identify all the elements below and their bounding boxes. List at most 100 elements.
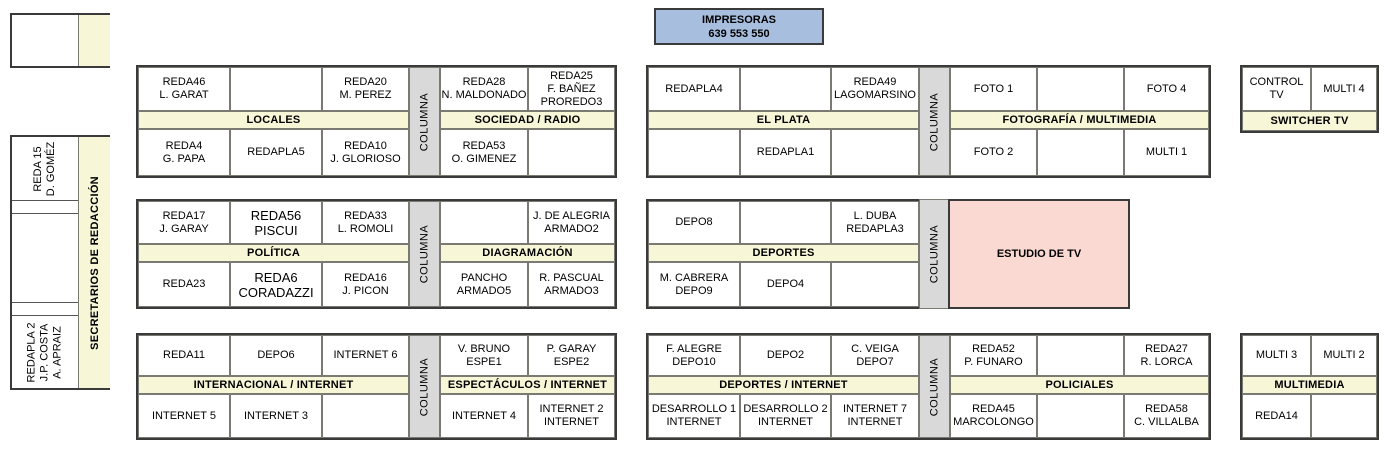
sidebar-top-box [10,13,110,68]
desk-cell[interactable]: REDA53 O. GIMENEZ [440,129,528,176]
desk-cell[interactable] [1037,394,1124,438]
sidebar-divider-4 [12,315,78,316]
desk-cell[interactable]: REDA16 J. PICON [322,262,409,307]
sidebar-top-yellow [78,15,110,66]
desk-cell[interactable]: REDA14 [1242,394,1311,438]
structural-column: COLUMNA [919,67,950,176]
desk-cell[interactable] [528,129,615,176]
desk-cell[interactable]: REDA6 CORADAZZI [230,262,322,307]
desk-cell[interactable]: PANCHO ARMADO5 [440,262,528,307]
sidebar-cell-2-text: REDAPLA 2 J.P. COSTA A. APRAIZ [25,322,64,382]
dept-band-deportes-internet: DEPORTES / INTERNET [648,376,919,394]
printers-header: IMPRESORAS 639 553 550 [654,8,824,45]
desk-cell[interactable]: INTERNET 2 INTERNET [528,394,615,438]
desk-cell[interactable]: DESARROLLO 1 INTERNET [648,394,740,438]
desk-cell[interactable]: REDA46 L. GARAT [138,67,230,111]
desk-cell[interactable] [1037,67,1124,111]
sidebar-cell-2[interactable]: REDAPLA 2 J.P. COSTA A. APRAIZ [12,316,78,388]
desk-cell[interactable] [831,262,919,307]
desk-cell[interactable] [740,67,831,111]
desk-cell[interactable]: REDA11 [138,335,230,376]
sidebar-divider-1 [12,200,78,201]
desk-cell[interactable]: DEPO2 [740,335,831,376]
desk-cell[interactable]: INTERNET 3 [230,394,322,438]
desk-cell[interactable]: L. DUBA REDAPLA3 [831,201,919,244]
desk-cell[interactable] [322,394,409,438]
desk-cell[interactable]: REDA25 F. BAÑEZ PROREDO3 [528,67,615,111]
dept-band-fotografia-multimedia: FOTOGRAFÍA / MULTIMEDIA [950,111,1209,129]
desk-cell[interactable]: REDA4 G. PAPA [138,129,230,176]
dept-band-switcher-tv: SWITCHER TV [1242,111,1377,131]
dept-band-sociedad-radio: SOCIEDAD / RADIO [440,111,615,129]
desk-cell[interactable]: REDA20 M. PEREZ [322,67,409,111]
desk-cell[interactable]: MULTI 1 [1124,129,1209,176]
desk-cell[interactable] [1311,394,1377,438]
desk-cell[interactable]: F. ALEGRE DEPO10 [648,335,740,376]
desk-cell[interactable]: MULTI 4 [1311,67,1377,111]
desk-cell[interactable]: REDA56 PISCUI [230,201,322,244]
desk-cell[interactable]: M. CABRERA DEPO9 [648,262,740,307]
desk-cell[interactable]: DESARROLLO 2 INTERNET [740,394,831,438]
tv-studio-area[interactable]: ESTUDIO DE TV [948,199,1130,309]
sidebar-secretarios-label: SECRETARIOS DE REDACCIÓN [88,175,101,350]
dept-band-espectaculos-internet: ESPECTÁCULOS / INTERNET [440,376,615,394]
desk-cell[interactable]: REDA27 R. LORCA [1124,335,1209,376]
desk-cell[interactable]: MULTI 2 [1311,335,1377,376]
dept-band-politica: POLÍTICA [138,244,409,262]
dept-band-policiales: POLICIALES [950,376,1209,394]
printers-title: IMPRESORAS [702,13,776,26]
structural-column: COLUMNA [409,335,440,438]
dept-band-locales: LOCALES [138,111,409,129]
desk-cell[interactable]: INTERNET 5 [138,394,230,438]
desk-cell[interactable] [740,201,831,244]
desk-cell[interactable]: P. GARAY ESPE2 [528,335,615,376]
dept-band-multimedia: MULTIMEDIA [1242,376,1377,394]
sidebar-secretarios: SECRETARIOS DE REDACCIÓN REDA 15 D. GOMÉ… [10,135,110,390]
desk-cell[interactable]: REDA10 J. GLORIOSO [322,129,409,176]
desk-cell[interactable] [1037,129,1124,176]
structural-column: COLUMNA [409,67,440,176]
desk-cell[interactable]: REDA28 N. MALDONADO [440,67,528,111]
desk-cell[interactable] [831,129,919,176]
desk-cell[interactable]: REDA58 C. VILLALBA [1124,394,1209,438]
desk-cell[interactable]: REDA23 [138,262,230,307]
structural-column: COLUMNA [409,201,440,307]
desk-cell[interactable] [230,67,322,111]
desk-cell[interactable]: DEPO6 [230,335,322,376]
desk-cell[interactable]: C. VEIGA DEPO7 [831,335,919,376]
desk-cell[interactable]: INTERNET 4 [440,394,528,438]
desk-cell[interactable]: DEPO4 [740,262,831,307]
desk-cell[interactable]: INTERNET 7 INTERNET [831,394,919,438]
dept-band-el-plata: EL PLATA [648,111,919,129]
desk-cell[interactable]: REDA33 L. ROMOLI [322,201,409,244]
sidebar-divider-3 [12,302,78,303]
desk-cell[interactable]: REDAPLA5 [230,129,322,176]
desk-cell[interactable]: FOTO 2 [950,129,1037,176]
sidebar-secretarios-label-strip: SECRETARIOS DE REDACCIÓN [78,137,110,388]
structural-column: COLUMNA [919,335,950,438]
desk-cell[interactable]: V. BRUNO ESPE1 [440,335,528,376]
desk-cell[interactable] [1037,335,1124,376]
desk-cell[interactable]: REDAPLA1 [740,129,831,176]
desk-cell[interactable]: J. DE ALEGRIA ARMADO2 [528,201,615,244]
sidebar-cell-0[interactable]: REDA 15 D. GOMÉZ [12,137,78,200]
desk-cell[interactable]: REDAPLA4 [648,67,740,111]
desk-cell[interactable]: CONTROL TV [1242,67,1311,111]
printers-codes: 639 553 550 [708,27,770,40]
desk-cell[interactable]: REDA45 MARCOLONGO [950,394,1037,438]
desk-cell[interactable] [440,201,528,244]
desk-cell[interactable]: FOTO 1 [950,67,1037,111]
desk-cell[interactable]: R. PASCUAL ARMADO3 [528,262,615,307]
desk-cell[interactable]: FOTO 4 [1124,67,1209,111]
desk-cell[interactable]: REDA49 LAGOMARSINO [831,67,919,111]
desk-cell[interactable]: DEPO8 [648,201,740,244]
desk-cell[interactable]: INTERNET 6 [322,335,409,376]
sidebar-divider-2 [12,213,78,214]
desk-cell[interactable]: MULTI 3 [1242,335,1311,376]
sidebar-cell-1[interactable] [12,214,78,302]
desk-cell[interactable]: REDA17 J. GARAY [138,201,230,244]
desk-cell[interactable] [648,129,740,176]
structural-column: COLUMNA [919,199,950,309]
dept-band-diagramacion: DIAGRAMACIÓN [440,244,615,262]
desk-cell[interactable]: REDA52 P. FUNARO [950,335,1037,376]
